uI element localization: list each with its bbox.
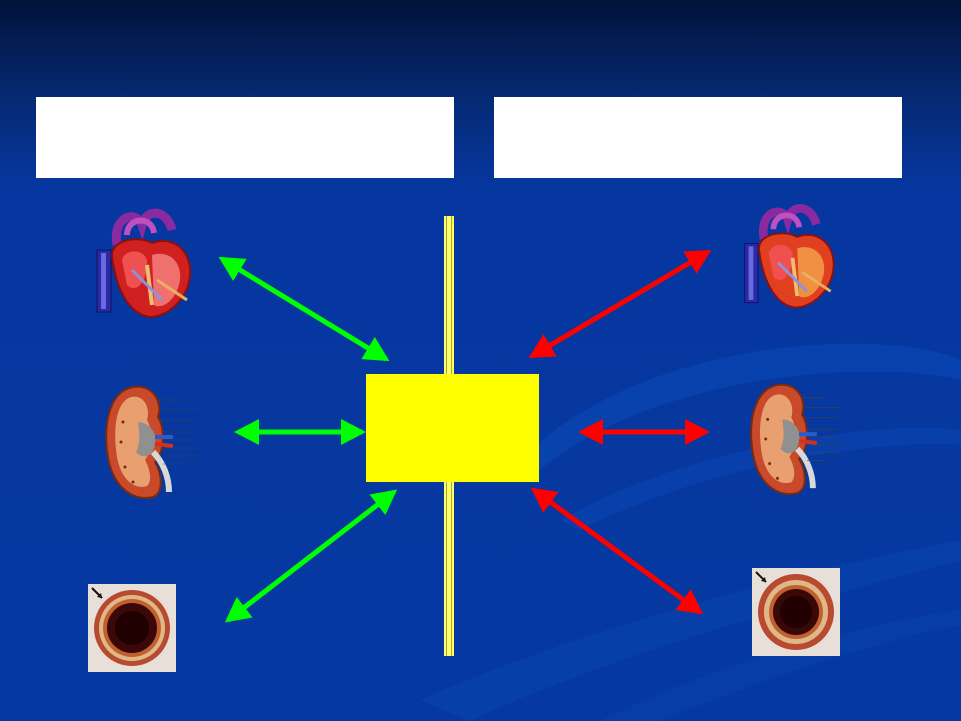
right-header-box xyxy=(494,97,902,178)
arrow-heart-right xyxy=(528,249,712,359)
arrow-heart-left xyxy=(218,256,390,362)
divider-line-bottom xyxy=(444,482,454,656)
kidney-icon xyxy=(105,385,201,499)
heart-icon xyxy=(744,204,835,309)
artery-cross-section-icon xyxy=(88,584,176,672)
arrow-artery-left xyxy=(224,489,398,623)
left-header-box xyxy=(36,97,454,178)
arrow-artery-right xyxy=(530,487,704,615)
heart-icon xyxy=(96,208,192,319)
divider-line-top xyxy=(444,216,454,374)
kidney-icon xyxy=(750,383,845,495)
center-box xyxy=(366,374,539,482)
artery-cross-section-icon xyxy=(752,568,840,656)
